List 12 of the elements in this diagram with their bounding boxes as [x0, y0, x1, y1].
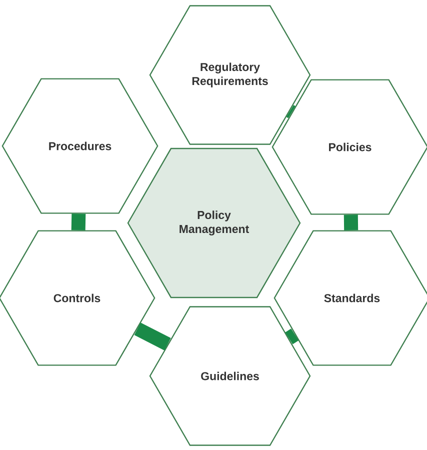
hexagon-box: Procedures: [2, 78, 158, 214]
connector-band: [286, 104, 296, 118]
hexagon-box: Standards: [274, 230, 427, 366]
connector-band: [134, 322, 171, 350]
hexagon-box: Regulatory Requirements: [149, 5, 311, 145]
connector-band: [344, 214, 358, 230]
hexagon-box: Policies: [272, 79, 427, 215]
hexagon-box: Controls: [0, 230, 156, 366]
hexagon-box: Guidelines: [149, 306, 311, 446]
connector-band: [71, 214, 86, 230]
connector-band: [285, 328, 299, 344]
hexagon-box: Policy Management: [127, 148, 301, 298]
